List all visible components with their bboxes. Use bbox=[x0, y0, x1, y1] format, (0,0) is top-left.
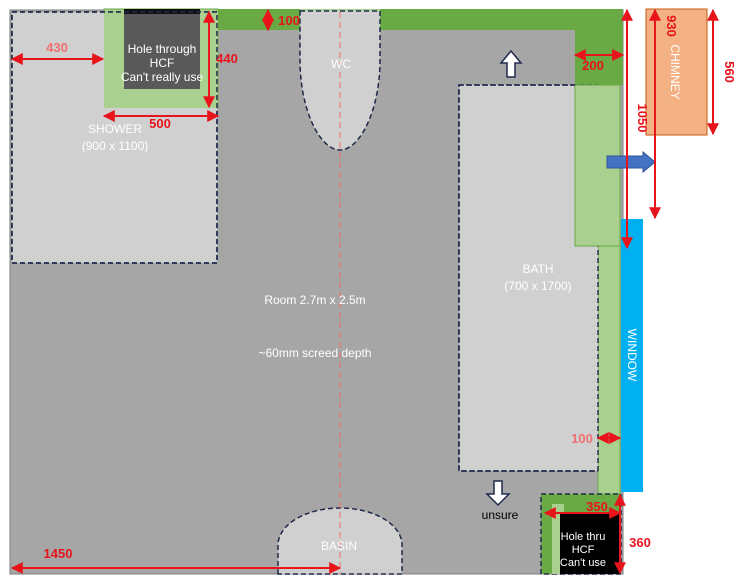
up-arrow-icon bbox=[499, 49, 523, 78]
hole-top-line1: Hole through bbox=[128, 42, 197, 56]
wc-shape bbox=[299, 10, 381, 151]
bottom-hole-box bbox=[560, 513, 620, 574]
screed-depth: ~60mm screed depth bbox=[258, 346, 371, 360]
dim-label-350: 350 bbox=[586, 499, 608, 514]
dim-label-930: 930 bbox=[664, 15, 679, 37]
shower-outline bbox=[11, 11, 218, 264]
dim-label-200: 200 bbox=[582, 58, 604, 73]
window bbox=[621, 219, 643, 492]
hole-bottom-line2: HCF bbox=[572, 544, 595, 556]
top-hole-box-overlay bbox=[124, 12, 200, 89]
dim-label-430: 430 bbox=[46, 40, 68, 55]
dim-label-440: 440 bbox=[216, 51, 238, 66]
dim-label-1050: 1050 bbox=[635, 104, 650, 133]
dim-label-100-top: 100 bbox=[278, 13, 300, 28]
bath-outline-top bbox=[458, 84, 598, 472]
bath-label: BATH bbox=[522, 262, 553, 276]
shower-label: SHOWER bbox=[88, 122, 142, 136]
wc-label: WC bbox=[331, 57, 351, 71]
hole-bottom-line3: Can't use bbox=[560, 557, 606, 569]
bath-size: (700 x 1700) bbox=[504, 279, 571, 293]
hole-top-line2: HCF bbox=[150, 56, 175, 70]
room-title: Room 2.7m x 2.5m bbox=[264, 293, 365, 307]
chimney-label: CHIMNEY bbox=[668, 44, 682, 99]
dim-label-360: 360 bbox=[629, 535, 651, 550]
dim-label-560: 560 bbox=[722, 61, 737, 83]
chimney-breast-block bbox=[575, 9, 623, 85]
hole-bottom-line1: Hole thru bbox=[561, 531, 606, 543]
unsure-label: unsure bbox=[482, 508, 519, 522]
basin-shape bbox=[277, 507, 403, 575]
dim-label-100-right: 100 bbox=[571, 431, 593, 446]
window-label: WINDOW bbox=[625, 329, 639, 382]
basin-label: BASIN bbox=[321, 539, 357, 553]
hole-top-line3: Can't really use bbox=[121, 70, 204, 84]
top-hole-bar-overlay bbox=[124, 9, 200, 14]
dim-label-1450: 1450 bbox=[44, 546, 73, 561]
dim-label-500: 500 bbox=[149, 116, 171, 131]
shower-size: (900 x 1100) bbox=[82, 139, 149, 153]
window-side-strip bbox=[597, 245, 621, 495]
down-arrow-icon bbox=[485, 480, 511, 507]
